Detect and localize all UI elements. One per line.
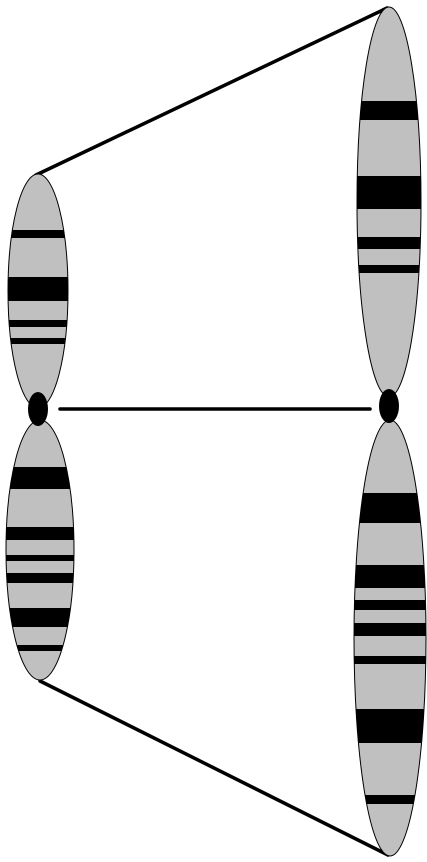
- long-arm: [340, 420, 427, 856]
- band: [340, 656, 427, 664]
- chromosome-small: [0, 174, 100, 680]
- band: [0, 277, 100, 301]
- band: [340, 237, 427, 249]
- band: [340, 600, 427, 610]
- band: [340, 265, 427, 273]
- band: [0, 230, 100, 238]
- band: [0, 645, 100, 651]
- long-arm: [0, 420, 100, 680]
- band: [0, 320, 100, 327]
- band: [0, 467, 100, 489]
- band: [0, 555, 100, 561]
- band: [0, 573, 100, 583]
- band: [340, 176, 427, 209]
- chromosome-large: [340, 7, 427, 856]
- short-arm: [0, 174, 100, 408]
- band: [340, 101, 427, 120]
- short-arm: [340, 7, 427, 397]
- long-arm-body: [354, 420, 426, 856]
- long-arm-body: [6, 420, 74, 680]
- band: [340, 565, 427, 588]
- band: [340, 623, 427, 636]
- band: [0, 527, 100, 540]
- centromere: [28, 392, 48, 426]
- bottom-connector: [40, 681, 388, 855]
- band: [0, 338, 100, 344]
- top-connector: [36, 8, 387, 175]
- band: [340, 493, 427, 523]
- centromere: [379, 389, 399, 423]
- band: [0, 608, 100, 627]
- band: [340, 709, 427, 743]
- connectors: [36, 8, 388, 855]
